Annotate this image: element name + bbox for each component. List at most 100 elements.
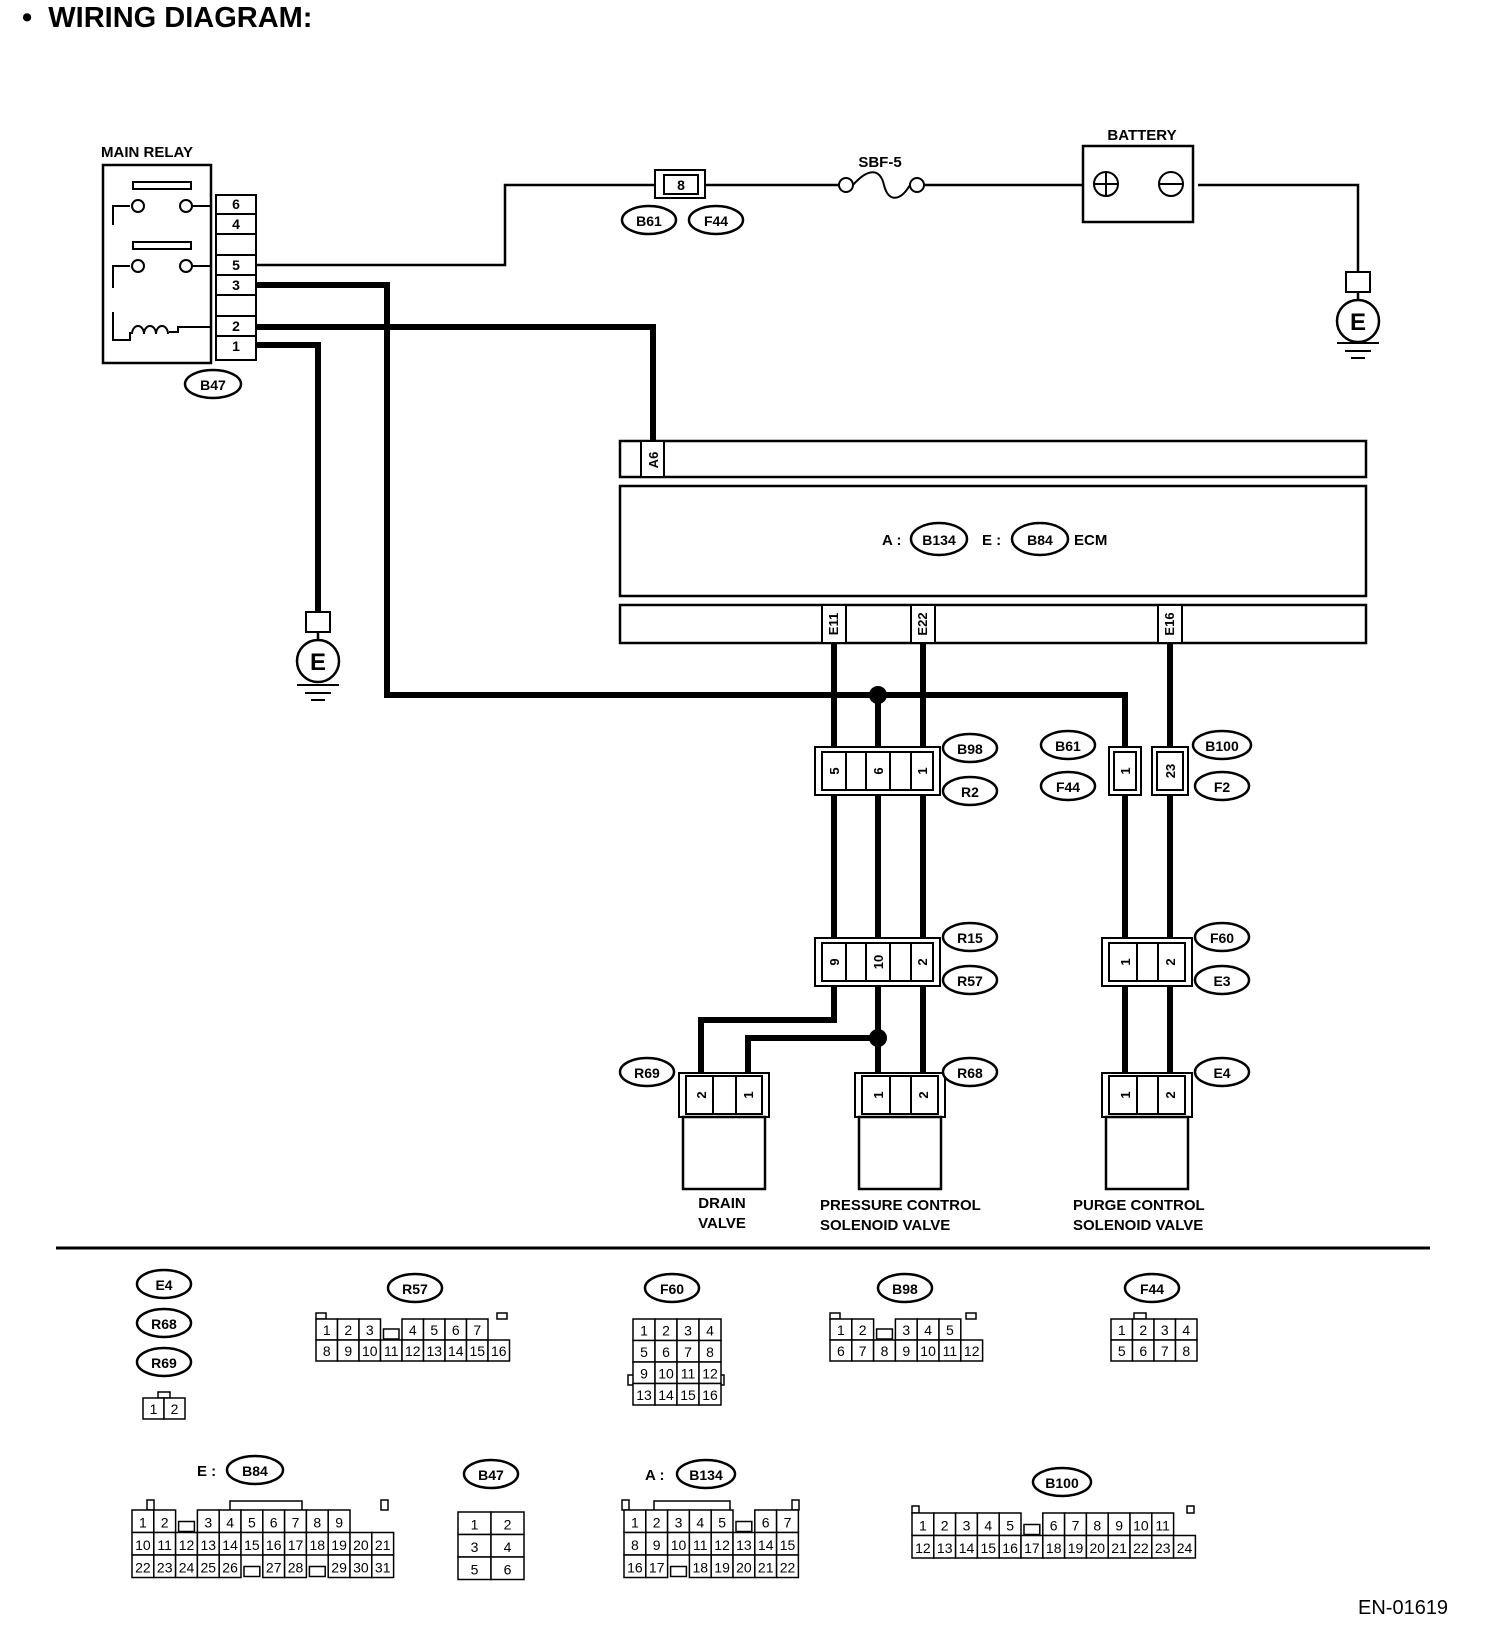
- connector-pin-number: 7: [1161, 1343, 1169, 1359]
- connector-pin-number: 6: [762, 1515, 770, 1531]
- connector-tag-outline: [941, 775, 999, 807]
- connector-pin-number: 17: [649, 1560, 665, 1576]
- connector-tag-outline: [462, 1458, 520, 1490]
- wire-relay-pin1: [248, 342, 321, 612]
- connector-latch: [911, 1505, 920, 1514]
- joint-pin: 6: [871, 767, 886, 774]
- connector-pin-number: 8: [1093, 1518, 1101, 1534]
- ecm-pin-e11: E11: [826, 613, 841, 635]
- battery: BATTERY: [1081, 127, 1195, 224]
- relay-body: [101, 163, 213, 365]
- ground-battery: E: [1335, 271, 1381, 359]
- wires: [248, 183, 1360, 1078]
- connector-pin-number: 12: [702, 1366, 718, 1382]
- connector-tag-b47: B47: [478, 1467, 504, 1483]
- connector-pin-number: 3: [204, 1515, 212, 1531]
- connector-pin-number: 3: [1161, 1322, 1169, 1338]
- connector-latch: [653, 1500, 731, 1510]
- connector-pin-number: 22: [780, 1560, 796, 1576]
- pressure-valve-label-1: PRESSURE CONTROL: [820, 1197, 981, 1214]
- relay-contact-bar: [132, 181, 192, 190]
- valve-pin: 2: [694, 1091, 709, 1098]
- connector-pin-number: 5: [1006, 1518, 1014, 1534]
- connector-pin-number: 10: [671, 1537, 687, 1553]
- relay-pin-divider: [216, 213, 256, 337]
- joint-pin: 10: [871, 955, 886, 969]
- battery-label: BATTERY: [1107, 127, 1176, 144]
- connector-pin-number: 3: [471, 1539, 479, 1555]
- connector-tag-outline: [941, 964, 999, 996]
- connector-tag-f44: F44: [1140, 1281, 1164, 1297]
- connector-pin-number: 15: [244, 1537, 260, 1553]
- joint-connector-outline: [821, 751, 934, 791]
- connector-cavity-blank: [875, 1328, 894, 1340]
- joint-pin: 5: [827, 767, 842, 774]
- connector-pin-number: 18: [310, 1537, 326, 1553]
- relay-contact-point: [179, 259, 193, 273]
- connector-pin-number: 7: [1072, 1518, 1080, 1534]
- connector-tag: B47: [183, 368, 243, 400]
- joint-pin: 1: [1118, 767, 1133, 774]
- connector-latch: [229, 1500, 303, 1510]
- connector-pin-number: 8: [323, 1343, 331, 1359]
- sbf-fuse: SBF-5: [838, 154, 925, 199]
- fuse-element: [852, 171, 911, 199]
- connector-tag-outline: [1039, 729, 1097, 761]
- connector-pin-number: 11: [1155, 1518, 1170, 1534]
- sbf-label: SBF-5: [858, 154, 901, 171]
- ecm-pin-e22: E22: [915, 612, 930, 635]
- wire-r15-drain-2: [698, 987, 837, 1078]
- connector-pin-number: 22: [135, 1560, 151, 1576]
- connector-pin-number: 2: [941, 1518, 949, 1534]
- pressure-valve-label-2: SOLENOID VALVE: [820, 1217, 950, 1234]
- connector-cavity-blank: [1023, 1523, 1041, 1536]
- connector-pin-number: 16: [1002, 1540, 1018, 1556]
- ecm: A6 A : B134 E : B84 ECM E11 E22 E16: [618, 439, 1368, 645]
- ecm-connector-e-prefix: E :: [982, 532, 1001, 549]
- connector-tag-r69: R69: [151, 1355, 177, 1371]
- connector-pin-number: 28: [288, 1560, 304, 1576]
- connector-tag-f60: F60: [1210, 930, 1234, 946]
- connector-pin-number: 30: [353, 1560, 369, 1576]
- connector-tag-outline: [876, 1272, 934, 1304]
- connector-tag-r2: R2: [961, 784, 979, 800]
- connector-cavity: [371, 1554, 395, 1579]
- fuse-connector: 8 B61 F44: [620, 169, 745, 236]
- purge-control-valve: 1 2 E4 PURGE CONTROL SOLENOID VALVE: [1073, 1056, 1251, 1234]
- connector-pin-number: 6: [452, 1322, 460, 1338]
- connector-tag-outline: [941, 1056, 999, 1088]
- relay-pin: 4: [232, 216, 240, 232]
- ground-circle: [295, 638, 341, 684]
- connector-pin-number: 4: [706, 1323, 714, 1339]
- connector-pin-number: 16: [491, 1343, 507, 1359]
- joint-pin: 1: [1118, 958, 1133, 965]
- connector-pin-number: 18: [1046, 1540, 1062, 1556]
- connector-pin-number: 4: [1182, 1322, 1190, 1338]
- connector-latch: [380, 1499, 389, 1511]
- connector-pin-number: 7: [784, 1515, 792, 1531]
- connector-pin-number: 24: [179, 1560, 195, 1576]
- connector-pin-number: 21: [758, 1560, 774, 1576]
- wire-pressure-drain-1: [745, 1035, 878, 1078]
- connector-pin-number: 2: [653, 1515, 661, 1531]
- ecm-pin-a6: A6: [646, 452, 661, 469]
- connector-pin-number: 3: [675, 1515, 683, 1531]
- connector-cavity: [645, 1554, 669, 1579]
- connector-cavity: [1172, 1534, 1197, 1559]
- fuse-terminal: [838, 177, 854, 193]
- connector-pin-number: 1: [1118, 1322, 1126, 1338]
- relay-contact-point: [131, 199, 145, 213]
- connector-latch: [496, 1312, 508, 1320]
- connector-cavity-blank: [177, 1520, 196, 1533]
- valve-body: [857, 1115, 943, 1191]
- connector-tag-r68: R68: [151, 1316, 177, 1332]
- connector-pin-number: 18: [693, 1560, 709, 1576]
- connector-pin-number: 4: [984, 1518, 992, 1534]
- title-bullet: •: [22, 2, 33, 34]
- connector-pin-number: 3: [902, 1322, 910, 1338]
- connector-cavity-blank: [735, 1520, 753, 1533]
- ground-relay: E: [295, 611, 341, 701]
